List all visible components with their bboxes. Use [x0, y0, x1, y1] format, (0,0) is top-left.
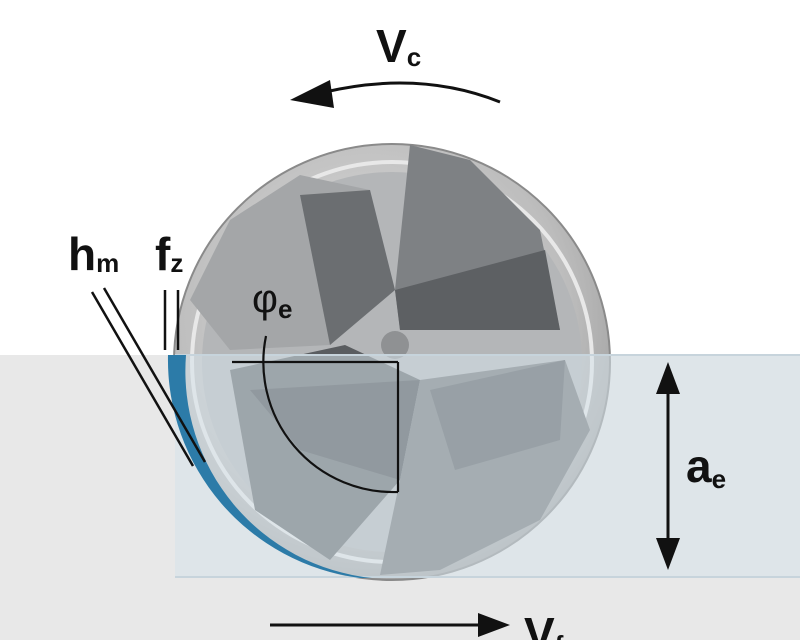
ae-arrow — [656, 362, 680, 570]
phi-e-label: φe — [252, 277, 292, 324]
flute-2-shade — [300, 190, 395, 345]
vf-arrow — [270, 613, 510, 637]
ae-arrow-head-top — [656, 362, 680, 394]
hm-label: hm — [68, 228, 119, 280]
hm-lines — [90, 287, 207, 467]
vf-arrow-head — [478, 613, 510, 637]
ae-arrow-head-bottom — [656, 538, 680, 570]
engagement-angle — [232, 335, 400, 494]
vc-arrow-head — [290, 80, 334, 108]
vf-label: Vf — [524, 608, 564, 640]
engagement-arc — [262, 335, 399, 494]
cutter-center — [381, 331, 409, 359]
flute-1-shade — [395, 250, 560, 330]
workpiece — [175, 355, 800, 577]
ae-label: ae — [686, 440, 726, 494]
fz-lines — [163, 290, 180, 350]
vc-arrow — [290, 80, 501, 108]
fz-label: fz — [155, 228, 183, 280]
vc-label: Vc — [376, 20, 421, 72]
